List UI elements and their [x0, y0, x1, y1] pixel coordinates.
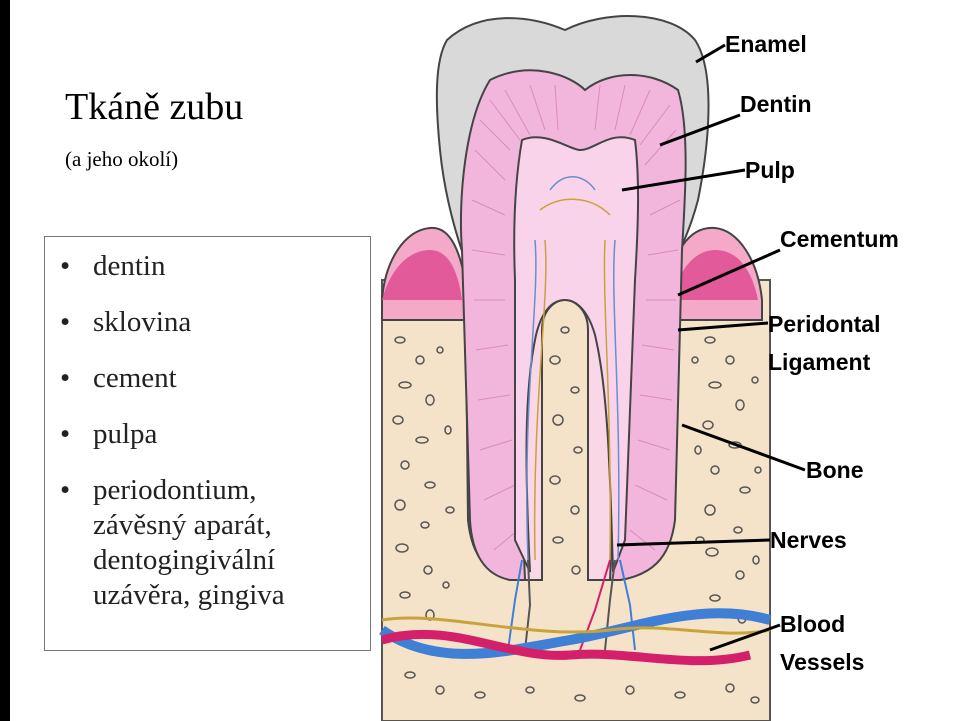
- label-periodontal-1: Peridontal: [768, 311, 880, 337]
- label-blood-1: Blood: [780, 611, 845, 637]
- label-periodontal-2: Ligament: [768, 349, 871, 375]
- slide: Tkáně zubu (a jeho okolí) •dentin •sklov…: [10, 0, 953, 721]
- label-enamel: Enamel: [725, 31, 807, 57]
- label-blood-2: Vessels: [780, 649, 864, 675]
- label-pulp: Pulp: [745, 157, 795, 183]
- label-dentin: Dentin: [740, 91, 812, 117]
- label-nerves: Nerves: [770, 527, 847, 553]
- label-cementum: Cementum: [780, 226, 899, 252]
- tooth-diagram: Enamel Dentin Pulp Cementum Peridontal L…: [10, 0, 953, 721]
- label-bone: Bone: [806, 457, 864, 483]
